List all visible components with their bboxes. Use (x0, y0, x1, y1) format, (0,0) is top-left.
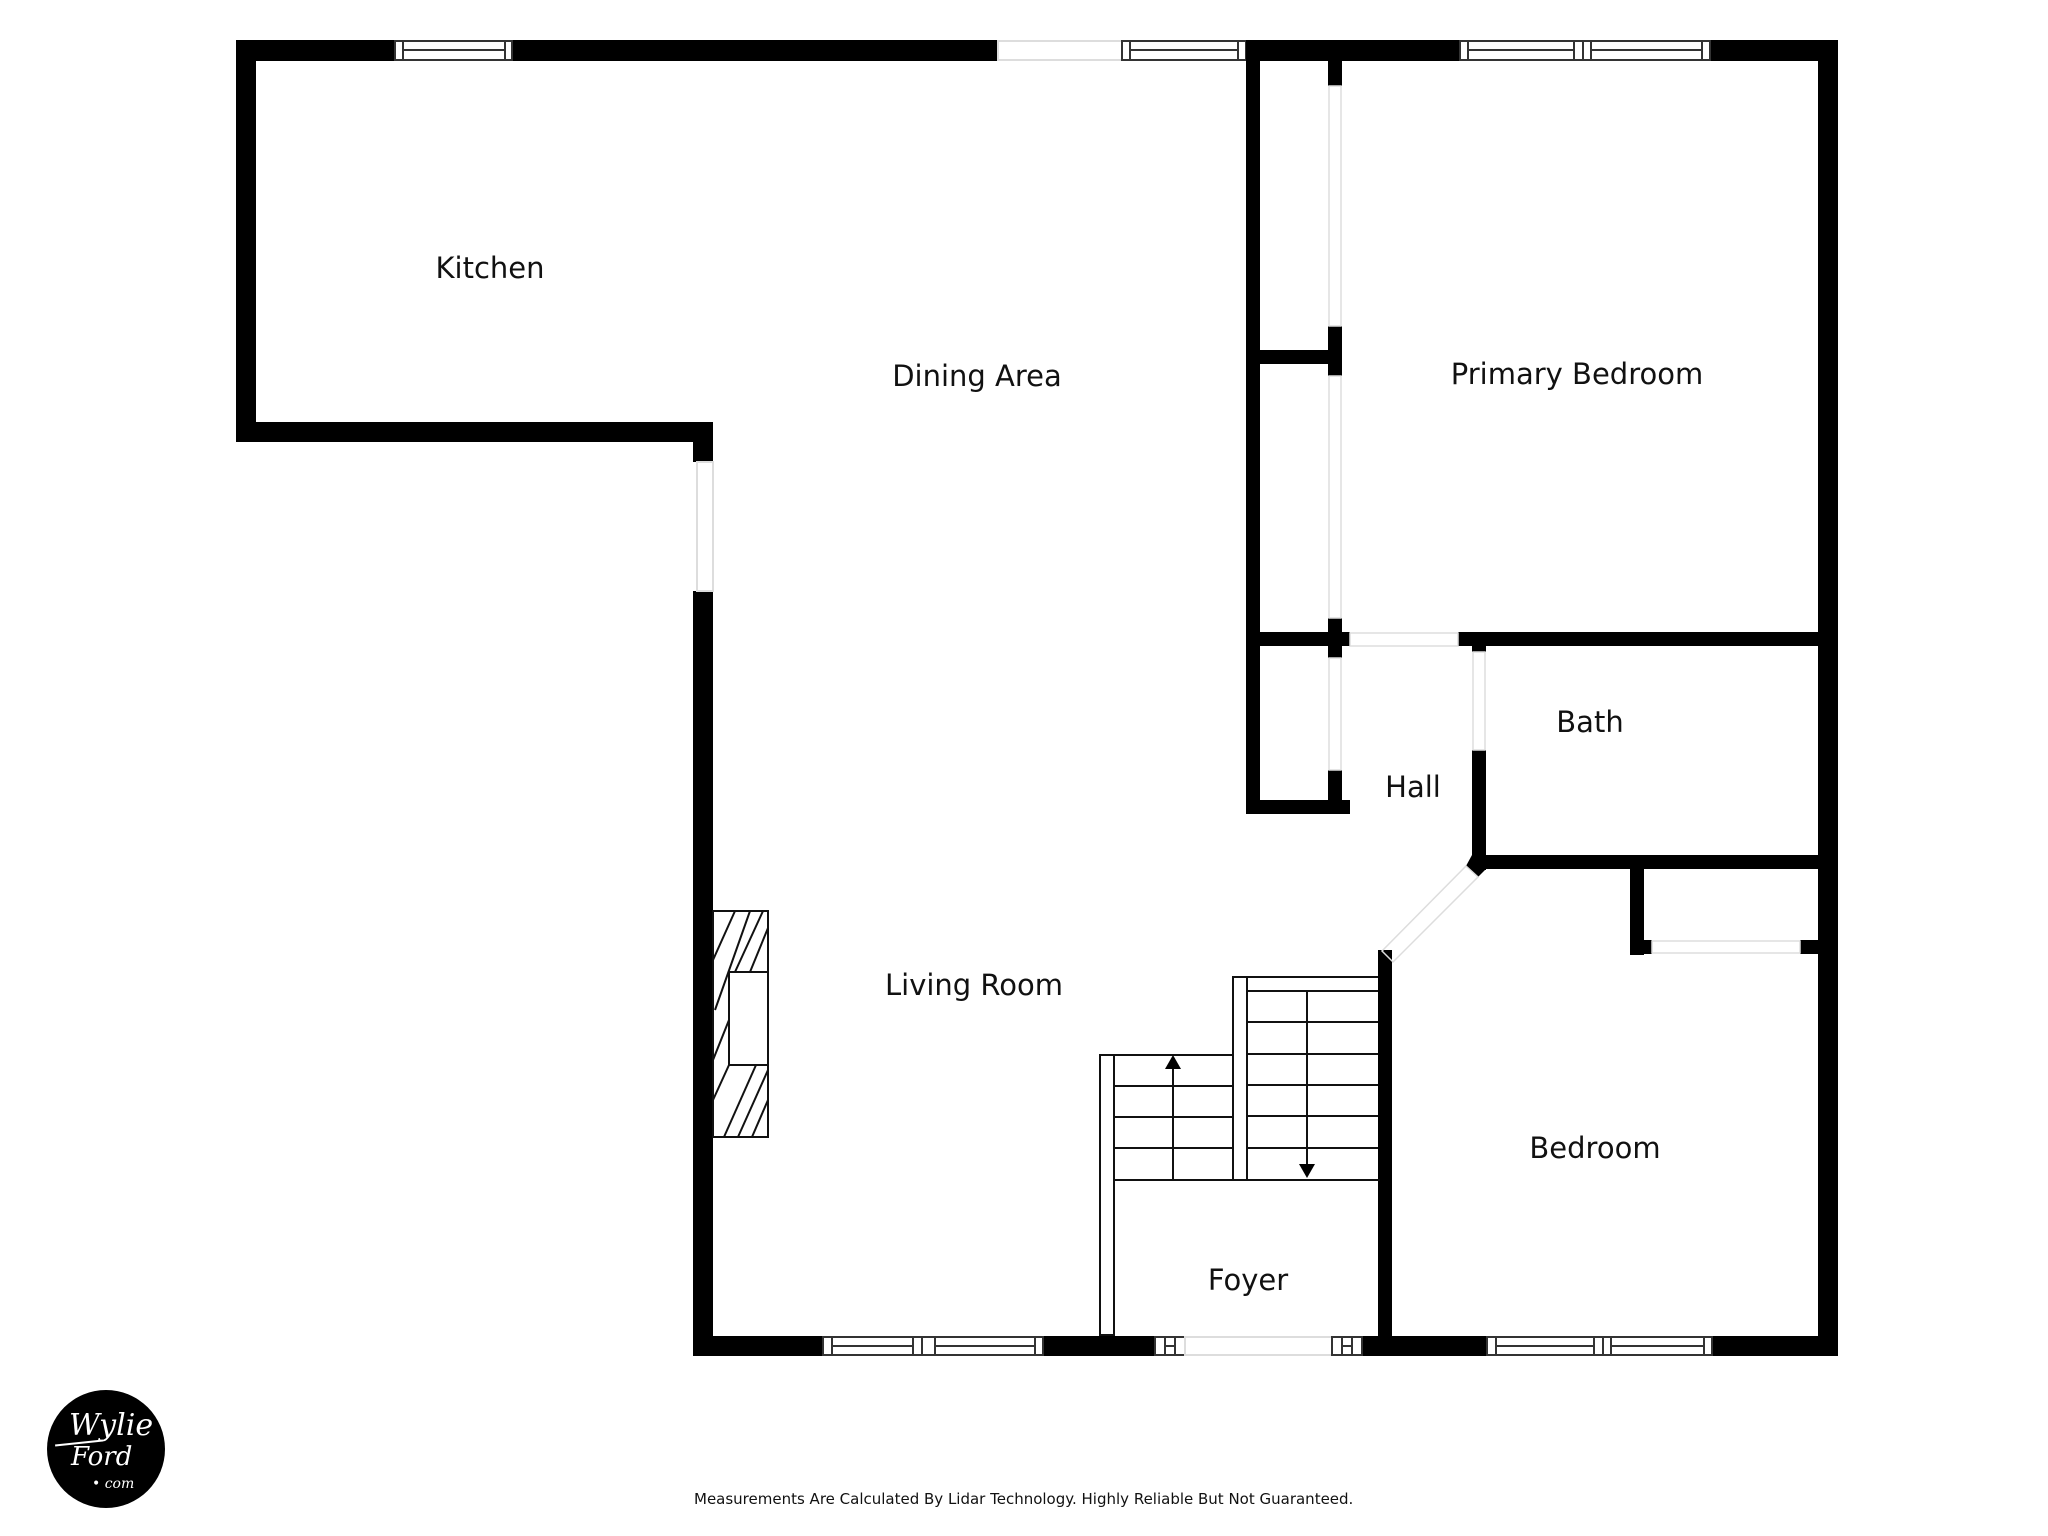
room-label-bedroom: Bedroom (1529, 1131, 1661, 1165)
exterior-walls (236, 40, 1838, 1356)
stairs (1099, 976, 1380, 1336)
disclaimer-text: Measurements Are Calculated By Lidar Tec… (694, 1490, 1354, 1508)
room-label-kitchen: Kitchen (435, 251, 545, 285)
stair-arrows (1165, 1055, 1315, 1178)
room-label-bath: Bath (1556, 705, 1624, 739)
logo-line-2: Ford (71, 1442, 133, 1472)
room-label-living-room: Living Room (884, 968, 1064, 1002)
interior-walls (1246, 40, 1838, 1356)
brand-logo: Wylie Ford • com (47, 1390, 165, 1508)
fireplace (712, 910, 769, 1138)
openings (1328, 85, 1801, 964)
logo-line-1: Wylie (69, 1408, 154, 1443)
room-label-dining-area: Dining Area (892, 359, 1062, 393)
room-label-hall: Hall (1385, 770, 1441, 804)
windows (394, 40, 1713, 1356)
arrow-down-icon (1299, 1164, 1315, 1178)
arrow-up-icon (1165, 1055, 1181, 1069)
logo-line-3: • com (92, 1476, 135, 1492)
room-label-foyer: Foyer (1207, 1263, 1289, 1297)
room-label-primary-bedroom: Primary Bedroom (1450, 357, 1704, 391)
